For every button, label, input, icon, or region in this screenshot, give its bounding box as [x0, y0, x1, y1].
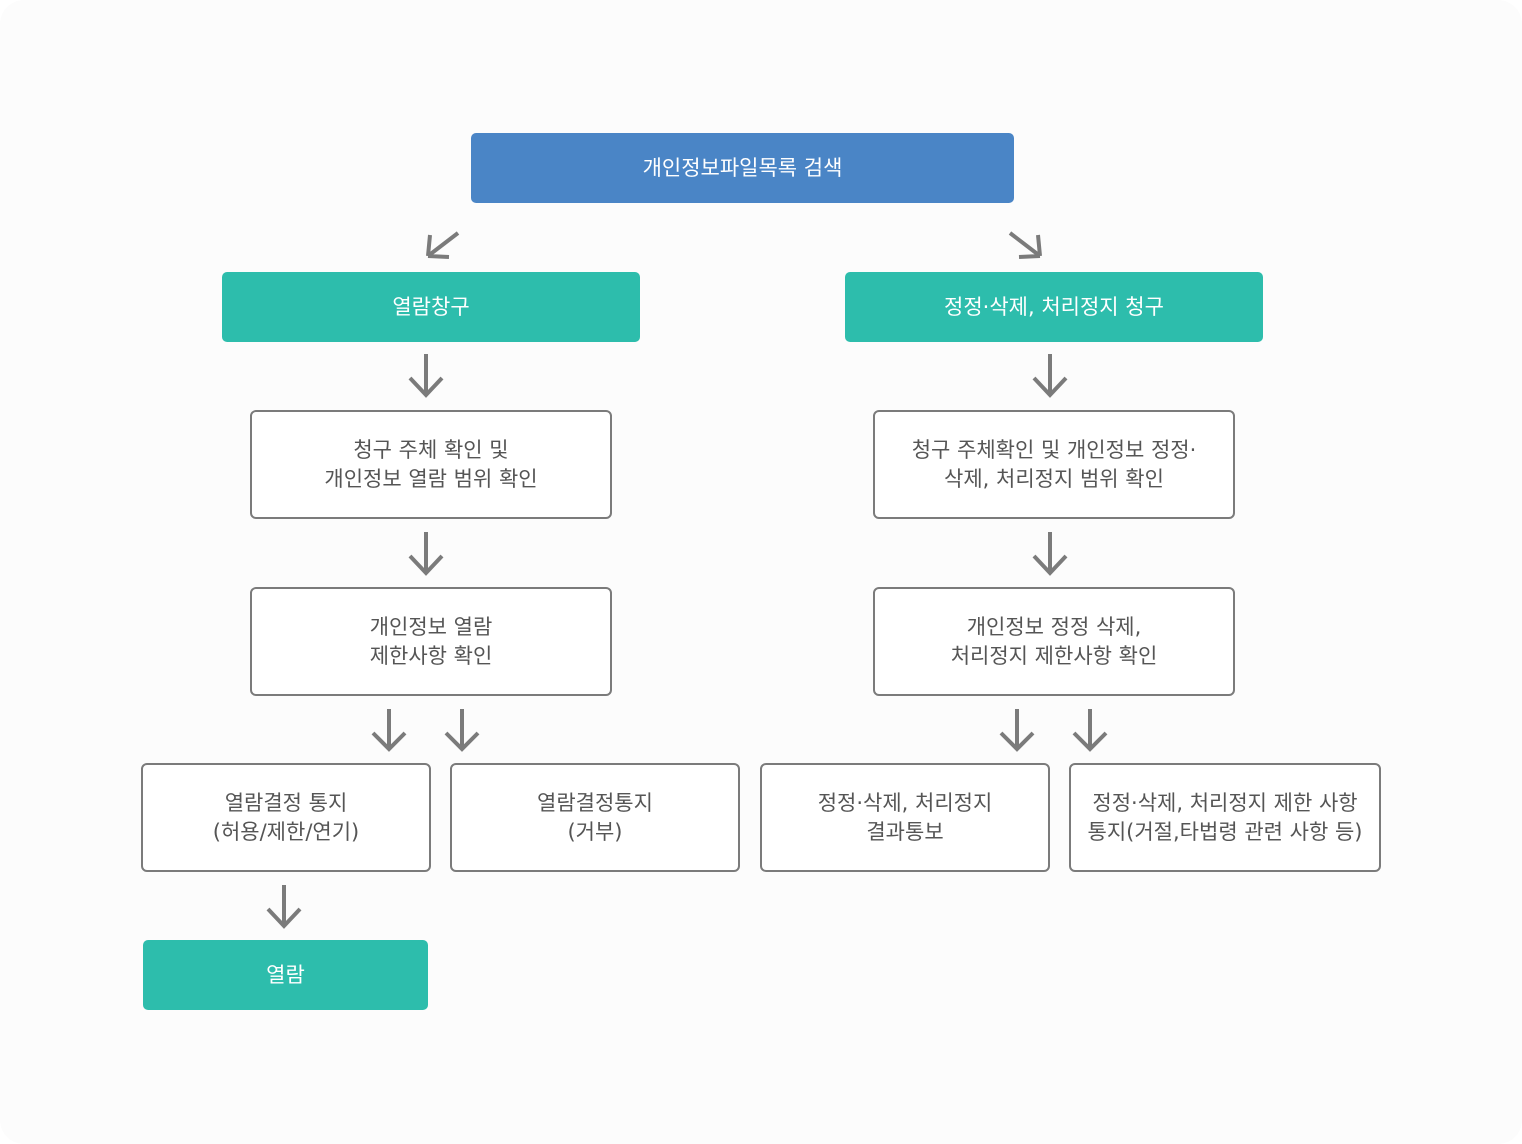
- left-final-box: 열람: [143, 940, 428, 1010]
- left-result-deny-label: 열람결정통지 (거부): [537, 791, 653, 844]
- left-step2-box: 개인정보 열람 제한사항 확인: [250, 587, 612, 696]
- right-step2-label: 개인정보 정정 삭제, 처리정지 제한사항 확인: [950, 615, 1158, 668]
- arrow-icon: [1032, 354, 1068, 398]
- right-result-limit-label: 정정·삭제, 처리정지 제한 사항 통지(거절,타법령 관련 사항 등): [1087, 791, 1363, 844]
- arrow-icon: [408, 532, 444, 576]
- left-step1-box: 청구 주체 확인 및 개인정보 열람 범위 확인: [250, 410, 612, 519]
- right-result-done-label: 정정·삭제, 처리정지 결과통보: [817, 791, 993, 844]
- left-final-label: 열람: [266, 962, 305, 987]
- arrow-icon: [1008, 231, 1042, 259]
- right-result-done-box: 정정·삭제, 처리정지 결과통보: [760, 763, 1050, 872]
- start-box-file-list-search: 개인정보파일목록 검색: [471, 133, 1014, 203]
- left-result-deny-box: 열람결정통지 (거부): [450, 763, 740, 872]
- right-result-limit-box: 정정·삭제, 처리정지 제한 사항 통지(거절,타법령 관련 사항 등): [1069, 763, 1381, 872]
- arrow-icon: [266, 885, 302, 929]
- left-request-label: 열람창구: [392, 294, 470, 319]
- right-step1-label: 청구 주체확인 및 개인정보 정정· 삭제, 처리정지 범위 확인: [911, 438, 1197, 491]
- arrow-icon: [426, 231, 460, 259]
- arrow-icon: [444, 709, 480, 752]
- arrow-icon: [999, 709, 1035, 752]
- arrow-icon: [371, 709, 407, 752]
- start-box-label: 개인정보파일목록 검색: [642, 155, 843, 180]
- arrow-icon: [408, 354, 444, 398]
- right-step2-box: 개인정보 정정 삭제, 처리정지 제한사항 확인: [873, 587, 1235, 696]
- right-request-label: 정정·삭제, 처리정지 청구: [944, 294, 1164, 319]
- right-step1-box: 청구 주체확인 및 개인정보 정정· 삭제, 처리정지 범위 확인: [873, 410, 1235, 519]
- right-request-box: 정정·삭제, 처리정지 청구: [845, 272, 1263, 342]
- left-result-allow-label: 열람결정 통지 (허용/제한/연기): [212, 791, 360, 844]
- left-step2-label: 개인정보 열람 제한사항 확인: [369, 615, 493, 668]
- arrow-icon: [1032, 532, 1068, 576]
- left-step1-label: 청구 주체 확인 및 개인정보 열람 범위 확인: [324, 438, 538, 491]
- arrow-icon: [1072, 709, 1108, 752]
- left-result-allow-box: 열람결정 통지 (허용/제한/연기): [141, 763, 431, 872]
- left-request-box: 열람창구: [222, 272, 640, 342]
